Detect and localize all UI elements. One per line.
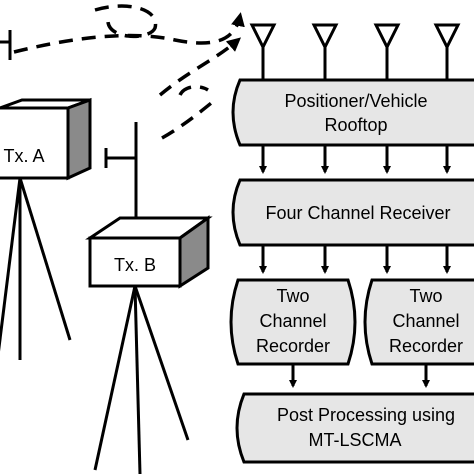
arrows-recorders-to-post — [289, 364, 430, 388]
recorder-left-line2: Channel — [259, 311, 326, 331]
rx-antenna-4-icon — [433, 23, 461, 80]
tx-a-box-side — [66, 97, 92, 181]
tx-a-label: Tx. A — [3, 146, 44, 166]
transmitter-a: Tx. A — [0, 30, 92, 360]
rx-antenna-1-icon — [249, 23, 277, 80]
arrows-positioner-to-receiver — [259, 145, 451, 174]
tx-a-box-front — [0, 106, 70, 180]
path-tx-a-upper — [13, 12, 245, 54]
rx-antenna-3-icon — [373, 23, 401, 80]
recorder-left-line1: Two — [276, 286, 309, 306]
antenna-tx-b-icon — [104, 122, 138, 225]
path-tx-b-rise — [161, 98, 217, 140]
tx-b-tripod — [93, 285, 190, 474]
recorder-right-block: Two Channel Recorder — [363, 278, 474, 366]
recorder-right-line3: Recorder — [389, 336, 463, 356]
path-tx-a-curl — [94, 4, 158, 39]
rx-antenna-2-icon — [311, 23, 339, 80]
post-processing-block: Post Processing using MT-LSCMA — [235, 392, 474, 464]
recorder-left-line3: Recorder — [256, 336, 330, 356]
receiver-label: Four Channel Receiver — [265, 203, 450, 223]
path-tx-b-upper — [158, 37, 242, 97]
post-label-line1: Post Processing using — [277, 405, 455, 425]
antenna-tx-a-top-icon — [0, 30, 12, 60]
tx-b-label: Tx. B — [114, 255, 156, 275]
recorder-left-block: Two Channel Recorder — [229, 278, 357, 366]
positioner-block: Positioner/Vehicle Rooftop — [231, 78, 474, 147]
transmitter-b: Tx. B — [85, 122, 213, 474]
receiver-block: Four Channel Receiver — [231, 178, 474, 247]
propagation-paths — [13, 4, 245, 140]
positioner-label-line1: Positioner/Vehicle — [284, 91, 427, 111]
tx-a-tripod — [0, 177, 72, 360]
receive-antennas — [249, 23, 461, 80]
recorder-right-line2: Channel — [392, 311, 459, 331]
post-label-line2: MT-LSCMA — [308, 430, 401, 450]
arrows-receiver-to-recorders — [259, 245, 451, 274]
positioner-label-line2: Rooftop — [324, 115, 387, 135]
recorder-right-line1: Two — [409, 286, 442, 306]
path-tx-b-lower — [178, 84, 209, 96]
